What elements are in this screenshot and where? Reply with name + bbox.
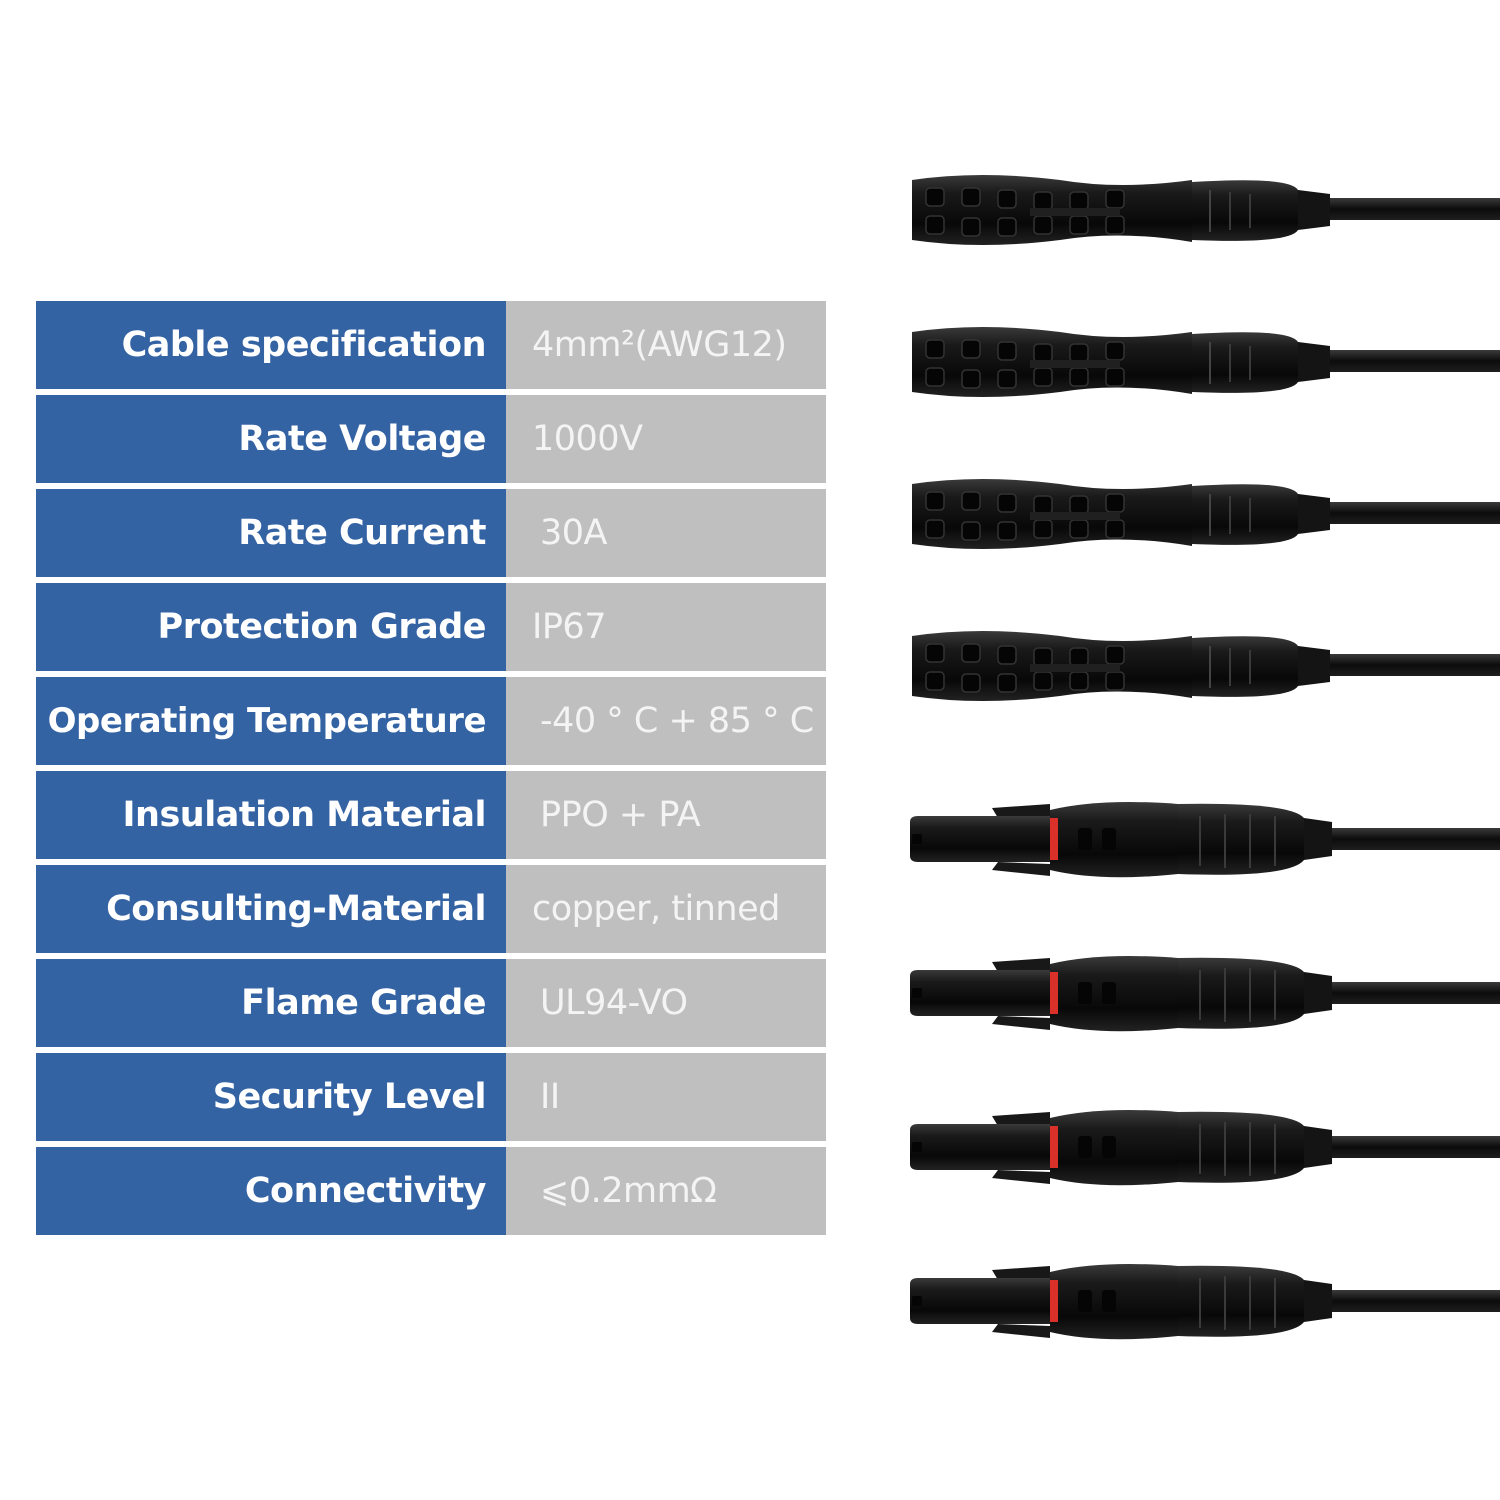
male-connector (909, 955, 1500, 1033)
spec-label: Connectivity (36, 1147, 506, 1235)
spec-value: 4mm²(AWG12) (506, 301, 826, 389)
spec-label: Flame Grade (36, 959, 506, 1047)
female-connector (911, 174, 1500, 246)
spec-value: 1000V (506, 395, 826, 483)
spec-row-security-level: Security Level II (36, 1053, 826, 1141)
spec-value: PPO + PA (506, 771, 826, 859)
male-connector (909, 801, 1500, 879)
spec-value: copper, tinned (506, 865, 826, 953)
spec-row-operating-temperature: Operating Temperature -40 ° C + 85 ° C (36, 677, 826, 765)
female-connector (911, 478, 1500, 550)
spec-row-protection-grade: Protection Grade IP67 (36, 583, 826, 671)
spec-value: IP67 (506, 583, 826, 671)
spec-row-connectivity: Connectivity ⩽0.2mmΩ (36, 1147, 826, 1235)
spec-row-cable-specification: Cable specification 4mm²(AWG12) (36, 301, 826, 389)
spec-label: Cable specification (36, 301, 506, 389)
male-connector (909, 1263, 1500, 1341)
spec-label: Rate Current (36, 489, 506, 577)
spec-row-consulting-material: Consulting-Material copper, tinned (36, 865, 826, 953)
spec-value: -40 ° C + 85 ° C (506, 677, 826, 765)
spec-value: 30A (506, 489, 826, 577)
spec-value: ⩽0.2mmΩ (506, 1147, 826, 1235)
spec-row-flame-grade: Flame Grade UL94-VO (36, 959, 826, 1047)
spec-row-rate-voltage: Rate Voltage 1000V (36, 395, 826, 483)
spec-label: Operating Temperature (36, 677, 506, 765)
spec-table: Cable specification 4mm²(AWG12) Rate Vol… (36, 301, 826, 1241)
spec-label: Security Level (36, 1053, 506, 1141)
spec-value: UL94-VO (506, 959, 826, 1047)
spec-label: Consulting-Material (36, 865, 506, 953)
connector-illustration (900, 160, 1500, 1380)
female-connector (911, 326, 1500, 398)
spec-label: Rate Voltage (36, 395, 506, 483)
male-connector (909, 1109, 1500, 1187)
spec-label: Protection Grade (36, 583, 506, 671)
spec-row-rate-current: Rate Current 30A (36, 489, 826, 577)
connector-drawing (909, 174, 1500, 1341)
spec-row-insulation-material: Insulation Material PPO + PA (36, 771, 826, 859)
spec-label: Insulation Material (36, 771, 506, 859)
spec-value: II (506, 1053, 826, 1141)
female-connector (911, 630, 1500, 702)
